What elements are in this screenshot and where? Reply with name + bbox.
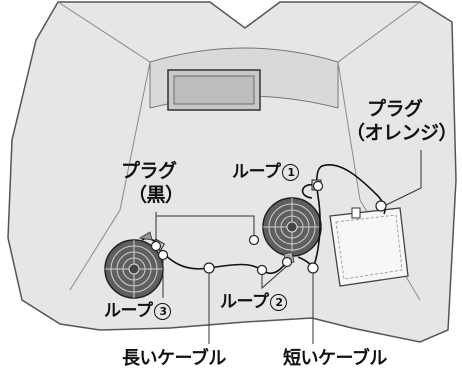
leader-loop2 — [261, 265, 288, 290]
leader-plug-orange — [385, 150, 422, 206]
label-loop2-text: ループ — [220, 292, 269, 312]
fan-right — [262, 197, 322, 257]
marker-loop2-right — [281, 256, 293, 268]
left-cable-tip — [138, 231, 153, 241]
loop2-number-icon: 2 — [270, 294, 288, 311]
marker-loop3 — [157, 249, 169, 261]
label-short-cable: 短いケーブル — [283, 348, 387, 369]
marker-plug-black-left — [150, 240, 162, 252]
label-plug-black-line1: プラグ — [121, 160, 177, 182]
label-loop3-text: ループ — [104, 301, 153, 321]
marker-short-cable — [307, 262, 319, 274]
label-plug-orange-line2: （オレンジ） — [346, 122, 458, 144]
label-long-cable: 長いケーブル — [122, 348, 226, 369]
marker-plug-black-right — [248, 234, 260, 246]
loop1-number-icon: 1 — [282, 164, 300, 181]
long-cable-path — [157, 246, 288, 275]
battery-pocket — [329, 207, 409, 287]
marker-long-cable — [203, 262, 215, 274]
marker-plug-orange — [375, 200, 387, 212]
label-loop1-text: ループ — [232, 162, 281, 182]
leader-plug-black — [155, 212, 255, 236]
label-plug-orange-line1: プラグ — [367, 98, 423, 120]
collar-edge-left — [57, 1, 151, 291]
marker-loop2-left — [256, 264, 268, 276]
leader-lines — [155, 150, 422, 344]
loop3-number-icon: 3 — [154, 303, 172, 320]
label-plug-black-line2: （黒） — [128, 184, 184, 206]
marker-loop1 — [312, 180, 324, 192]
